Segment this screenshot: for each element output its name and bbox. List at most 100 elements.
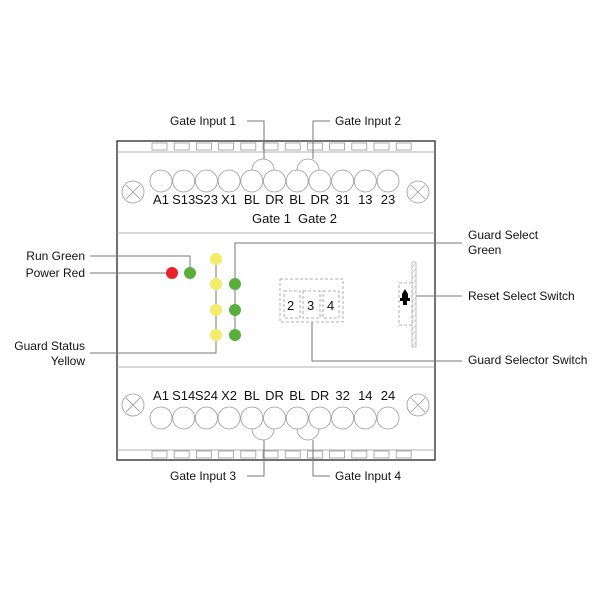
bottom-terminal-7[interactable] <box>308 406 332 430</box>
top-terminal-label: BL <box>289 192 305 207</box>
run-green-callout: Run Green <box>26 249 85 263</box>
terminal-slot-top <box>395 142 412 151</box>
top-terminal-label: 31 <box>335 192 349 207</box>
top-terminal-7[interactable] <box>308 169 332 193</box>
screw-top-right <box>406 180 430 204</box>
guard-status-yellow-led-2 <box>210 278 222 290</box>
terminal-slot-top <box>262 142 279 151</box>
top-terminal-0[interactable] <box>149 169 173 193</box>
bottom-terminal-2[interactable] <box>194 406 218 430</box>
top-terminal-label: 23 <box>381 192 395 207</box>
gate-2-label: Gate 2 <box>298 211 337 226</box>
top-terminal-circles <box>149 169 400 193</box>
terminal-slot-bottom <box>195 450 212 459</box>
bottom-terminal-label: S24 <box>195 388 218 403</box>
top-terminal-label: DR <box>265 192 284 207</box>
power-red-led <box>166 267 178 279</box>
gate-2-arc <box>296 158 320 171</box>
top-terminal-3[interactable] <box>217 169 241 193</box>
reset-select-switch-callout: Reset Select Switch <box>468 289 575 303</box>
gate-input-4-callout: Gate Input 4 <box>335 469 401 483</box>
top-terminal-8[interactable] <box>331 169 355 193</box>
bottom-terminal-6[interactable] <box>285 406 309 430</box>
bottom-terminal-9[interactable] <box>353 406 377 430</box>
guard-status-callout-line1: Guard Status <box>14 339 85 353</box>
screw-top-left <box>121 180 145 204</box>
top-terminal-10[interactable] <box>376 169 400 193</box>
gate-1-label: Gate 1 <box>252 211 291 226</box>
bottom-terminal-8[interactable] <box>331 406 355 430</box>
top-terminal-2[interactable] <box>194 169 218 193</box>
terminal-slot-top <box>218 142 235 151</box>
terminal-slot-bottom <box>173 450 190 459</box>
bottom-terminal-label: BL <box>289 388 305 403</box>
top-terminal-5[interactable] <box>263 169 286 193</box>
gate-1-arc <box>251 158 275 171</box>
guard-selector-switch[interactable]: 2 3 4 <box>279 278 344 323</box>
top-terminal-1[interactable] <box>172 169 196 193</box>
gate-input-1-leader <box>247 120 265 159</box>
gate-input-2-leader <box>312 120 330 159</box>
selector-position-4[interactable]: 4 <box>327 298 334 313</box>
terminal-slot-bottom <box>262 450 279 459</box>
screw-bottom-left <box>121 393 145 417</box>
top-terminal-4[interactable] <box>240 169 264 193</box>
top-terminal-6[interactable] <box>285 169 309 193</box>
switch-arrow-icon <box>400 289 410 305</box>
bottom-terminal-10[interactable] <box>376 406 400 430</box>
terminal-slot-bottom <box>240 450 257 459</box>
guard-select-leader <box>234 242 462 335</box>
bottom-terminal-1[interactable] <box>172 406 196 430</box>
top-terminal-label: DR <box>311 192 330 207</box>
bottom-terminal-label: 14 <box>358 388 372 403</box>
top-terminal-label: A1 <box>153 192 169 207</box>
guard-select-green-led-2 <box>229 304 241 316</box>
bottom-terminal-circles <box>149 406 400 430</box>
guard-status-callout-line2: Yellow <box>51 354 86 368</box>
selector-position-2[interactable]: 2 <box>287 298 294 313</box>
terminal-slot-top <box>329 142 346 151</box>
bottom-terminal-3[interactable] <box>217 406 241 430</box>
top-terminal-label: S23 <box>195 192 218 207</box>
terminal-slot-bottom <box>306 450 323 459</box>
top-terminal-label: X1 <box>221 192 237 207</box>
terminal-slot-top <box>284 142 301 151</box>
bottom-terminal-label: A1 <box>153 388 169 403</box>
terminal-slot-bottom <box>351 450 368 459</box>
bottom-terminal-0[interactable] <box>149 406 173 430</box>
bottom-terminal-label: BL <box>244 388 260 403</box>
terminal-slot-top <box>151 142 168 151</box>
terminal-slot-bottom <box>395 450 412 459</box>
terminal-slot-top <box>373 142 390 151</box>
top-terminal-9[interactable] <box>353 169 377 193</box>
guard-select-callout-line2: Green <box>468 243 501 257</box>
guard-status-leader <box>90 258 217 354</box>
run-green-led <box>184 267 196 279</box>
screw-bottom-right <box>406 393 430 417</box>
bottom-terminal-label: 24 <box>381 388 395 403</box>
bottom-terminal-label: DR <box>265 388 284 403</box>
terminal-slot-top <box>173 142 190 151</box>
guard-selector-switch-callout: Guard Selector Switch <box>468 353 587 367</box>
terminal-slot-bottom <box>373 450 390 459</box>
bottom-terminal-5[interactable] <box>263 406 286 430</box>
bottom-terminal-label: S14 <box>172 388 195 403</box>
terminal-slot-top <box>306 142 323 151</box>
top-terminal-label: BL <box>244 192 260 207</box>
relay-housing <box>116 140 436 461</box>
selector-position-3[interactable]: 3 <box>307 298 314 313</box>
power-red-callout: Power Red <box>26 266 85 280</box>
guard-status-yellow-led-3 <box>210 304 222 316</box>
terminal-slot-bottom <box>284 450 301 459</box>
gate-input-4-leader <box>312 440 330 477</box>
guard-select-green-led-1 <box>229 278 241 290</box>
guard-selector-leader <box>311 322 462 362</box>
reset-select-switch[interactable] <box>398 261 417 348</box>
terminal-slot-top <box>351 142 368 151</box>
gate-3-arc <box>251 428 275 441</box>
gate-4-arc <box>296 428 320 441</box>
bottom-terminal-label: 32 <box>335 388 349 403</box>
guard-status-yellow-led-4 <box>210 329 222 341</box>
bottom-terminal-label: DR <box>311 388 330 403</box>
bottom-terminal-4[interactable] <box>240 406 264 430</box>
